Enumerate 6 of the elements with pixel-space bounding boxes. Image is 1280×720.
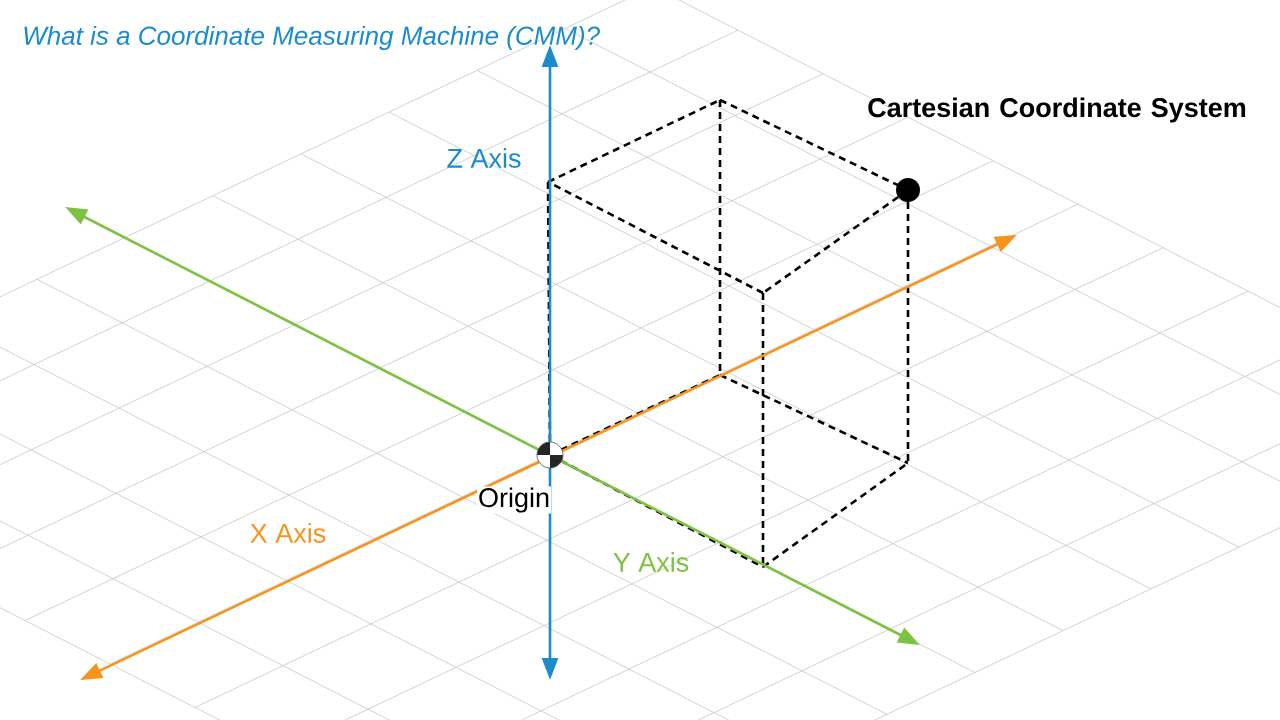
axis-label: X Axis [250,523,326,543]
heading: Cartesian Coordinate System [868,97,1246,123]
axis-label: Y Axis [613,552,689,572]
title: What is a Coordinate Measuring Machine (CMM)? [24,25,600,51]
axis-label: Z Axis [447,148,521,168]
axis-label: Origin [477,486,551,514]
